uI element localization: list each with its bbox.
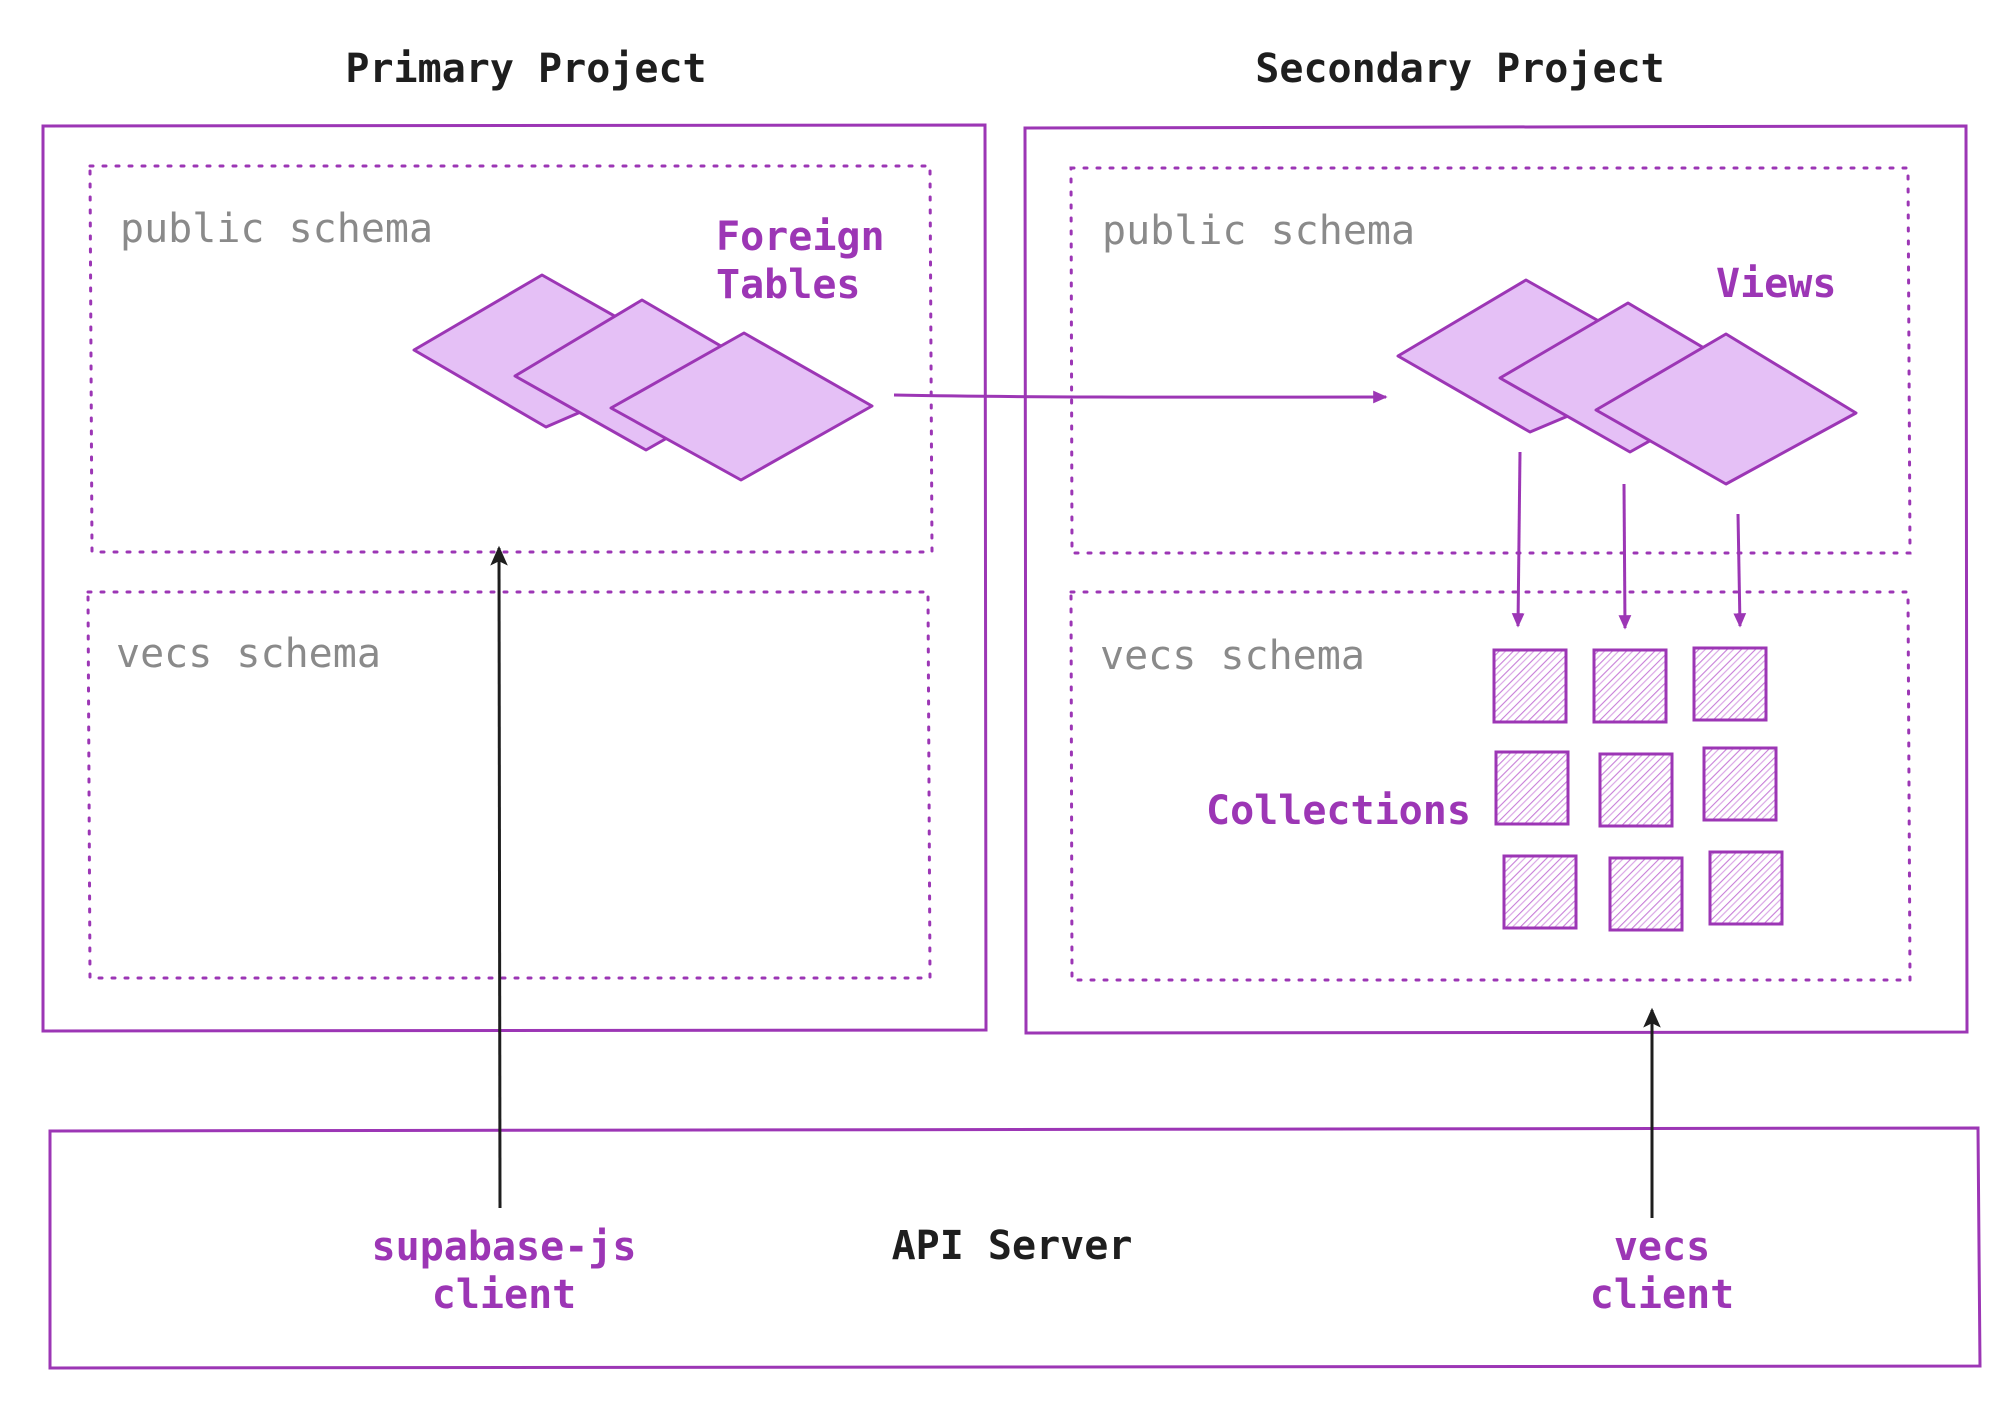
collection-4 xyxy=(1494,750,1570,826)
foreign-tables xyxy=(412,273,874,482)
foreign-tables-to-views-arrow xyxy=(893,390,1388,404)
secondary-public-schema-label: public schema xyxy=(1102,208,1415,254)
view-to-collection-arrow-3 xyxy=(1733,513,1747,628)
view-3 xyxy=(1594,332,1858,486)
secondary-project: public schema vecs schema Views Collecti… xyxy=(1023,124,1969,1035)
secondary-vecs-schema-box xyxy=(1069,590,1912,982)
collection-5 xyxy=(1598,752,1674,828)
vecs-client-label-line-2: client xyxy=(1590,1272,1735,1318)
collections-label: Collections xyxy=(1206,788,1471,834)
supabase-client-label-line-1: supabase-js xyxy=(372,1224,637,1270)
collection-6 xyxy=(1702,746,1778,822)
secondary-vecs-schema-label: vecs schema xyxy=(1100,633,1365,679)
supabase-client-arrow xyxy=(490,545,508,1209)
view-to-collection-arrows xyxy=(1511,451,1747,630)
views xyxy=(1396,278,1858,486)
api-server-label: API Server xyxy=(892,1223,1133,1269)
primary-project-box xyxy=(41,123,988,1033)
collection-9 xyxy=(1708,850,1784,926)
collection-8 xyxy=(1608,856,1684,932)
primary-vecs-schema-label: vecs schema xyxy=(116,631,381,677)
api-server-box xyxy=(48,1126,1982,1370)
foreign-tables-label-line-1: Foreign xyxy=(716,214,885,260)
secondary-project-title: Secondary Project xyxy=(1255,46,1664,92)
view-to-collection-arrow-2 xyxy=(1618,483,1632,630)
views-label: Views xyxy=(1716,261,1836,307)
foreign-tables-label-line-2: Tables xyxy=(716,262,861,308)
view-to-collection-arrow-1 xyxy=(1511,451,1525,628)
primary-project: public schema vecs schema Foreign Tables xyxy=(41,123,988,1033)
primary-vecs-schema-box xyxy=(86,590,932,980)
secondary-project-box xyxy=(1023,124,1969,1035)
foreign-table-3 xyxy=(609,331,874,482)
secondary-public-schema-box xyxy=(1069,166,1912,555)
collection-1 xyxy=(1492,648,1568,724)
collection-2 xyxy=(1592,648,1668,724)
api-server: API Server supabase-js client vecs clien… xyxy=(48,1126,1982,1370)
collection-7 xyxy=(1502,854,1578,930)
supabase-client-label-line-2: client xyxy=(432,1272,577,1318)
primary-project-title: Primary Project xyxy=(345,46,706,92)
collection-3 xyxy=(1692,646,1768,722)
collections xyxy=(1492,646,1784,932)
primary-public-schema-label: public schema xyxy=(120,206,433,252)
primary-public-schema-box xyxy=(88,164,934,554)
vecs-client-label-line-1: vecs xyxy=(1614,1224,1710,1270)
